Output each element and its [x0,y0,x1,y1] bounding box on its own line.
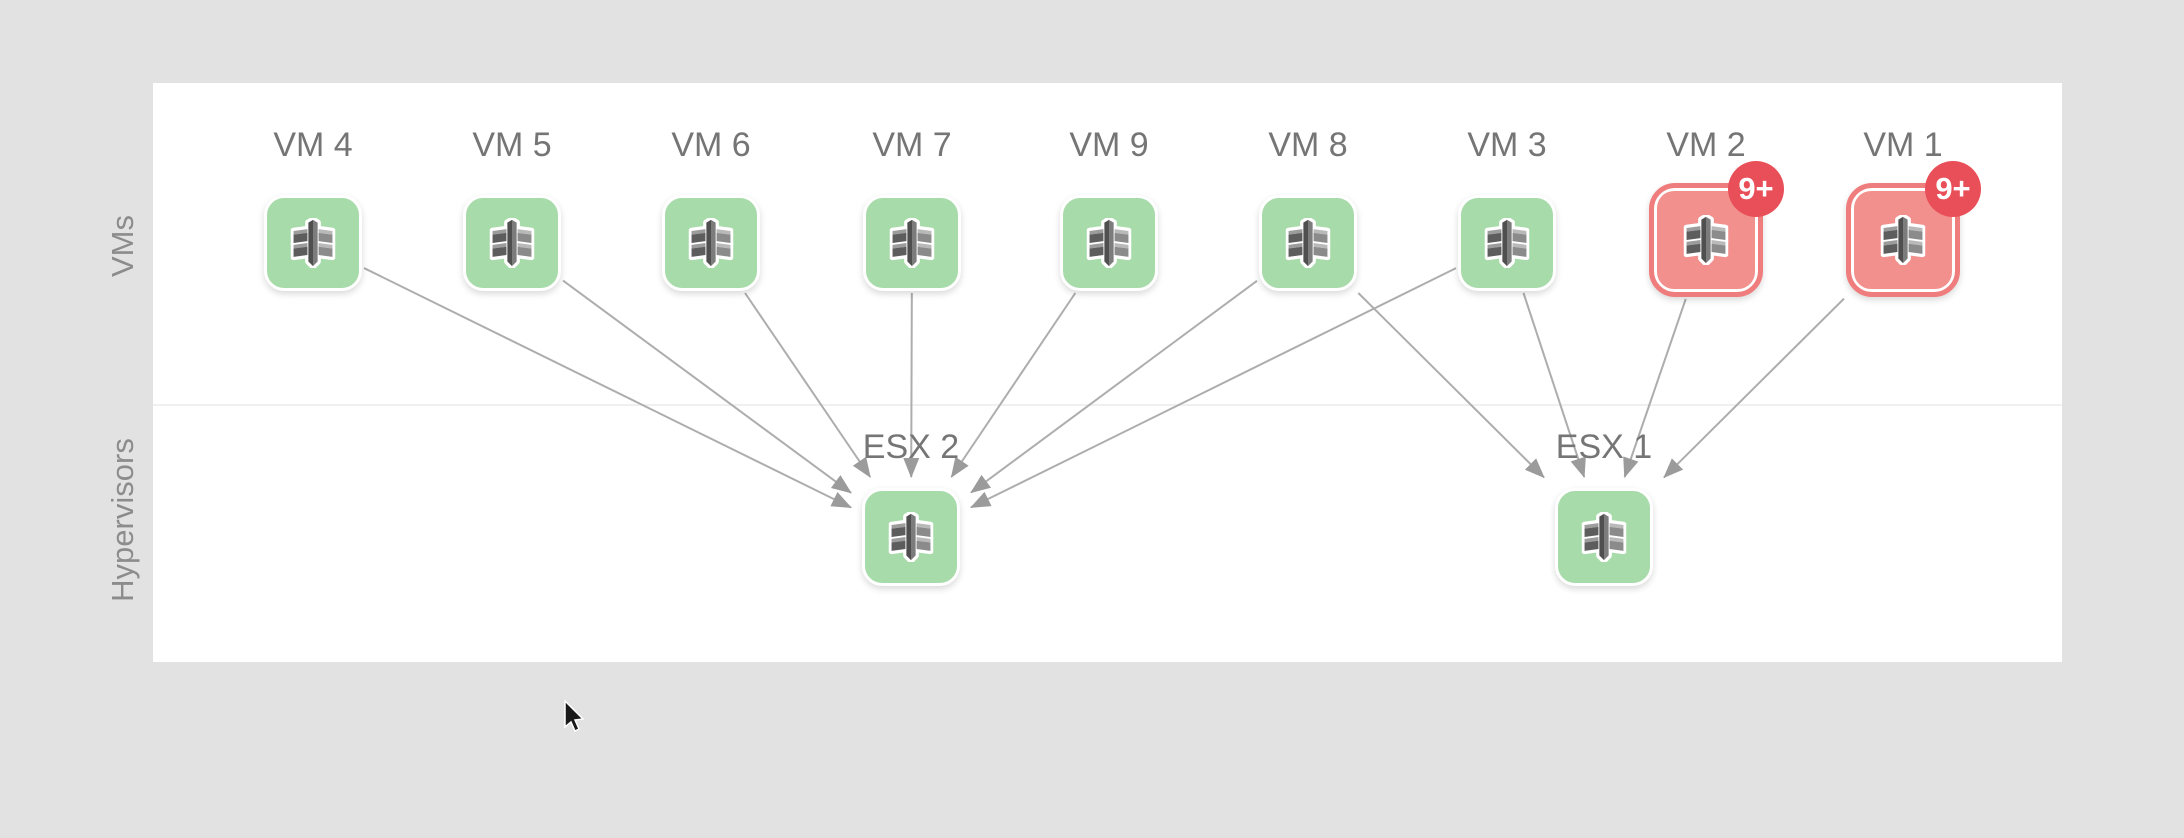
node-label-vm-6: VM 6 [671,126,751,164]
row-divider [153,404,2062,406]
vm-node-vm-2[interactable]: 9+ [1649,161,1784,297]
host-icon [1086,218,1132,268]
vm-node-vm-3[interactable] [1458,195,1556,291]
node-label-vm-9: VM 9 [1069,126,1149,164]
vm-node-vm-5[interactable] [463,195,561,291]
node-label-vm-4: VM 4 [273,126,353,164]
arrow-cursor [564,700,585,733]
node-label-esx-2: ESX 2 [862,428,960,466]
alert-count-badge: 9+ [1728,161,1784,217]
node-label-vm-1: VM 1 [1863,126,1943,164]
host-icon [1880,215,1926,265]
node-label-vm-2: VM 2 [1666,126,1746,164]
host-icon [1285,218,1331,268]
node-label-vm-8: VM 8 [1268,126,1348,164]
vm-node-vm-1[interactable]: 9+ [1846,161,1981,297]
hypervisor-node-esx-1[interactable] [1555,488,1653,586]
node-label-vm-5: VM 5 [472,126,552,164]
row-label-hypervisors: Hypervisors [105,438,140,602]
node-label-esx-1: ESX 1 [1555,428,1653,466]
host-icon [888,512,934,562]
host-icon [1484,218,1530,268]
vm-node-vm-8[interactable] [1259,195,1357,291]
vm-node-vm-6[interactable] [662,195,760,291]
node-label-vm-7: VM 7 [872,126,952,164]
host-icon [688,218,734,268]
host-icon [489,218,535,268]
vm-node-vm-9[interactable] [1060,195,1158,291]
host-icon [290,218,336,268]
vm-node-vm-4[interactable] [264,195,362,291]
alert-count-badge: 9+ [1925,161,1981,217]
host-icon [1683,215,1729,265]
host-icon [1581,512,1627,562]
vm-node-vm-7[interactable] [863,195,961,291]
node-label-vm-3: VM 3 [1467,126,1547,164]
hypervisor-node-esx-2[interactable] [862,488,960,586]
host-icon [889,218,935,268]
row-label-vms: VMs [105,215,140,277]
